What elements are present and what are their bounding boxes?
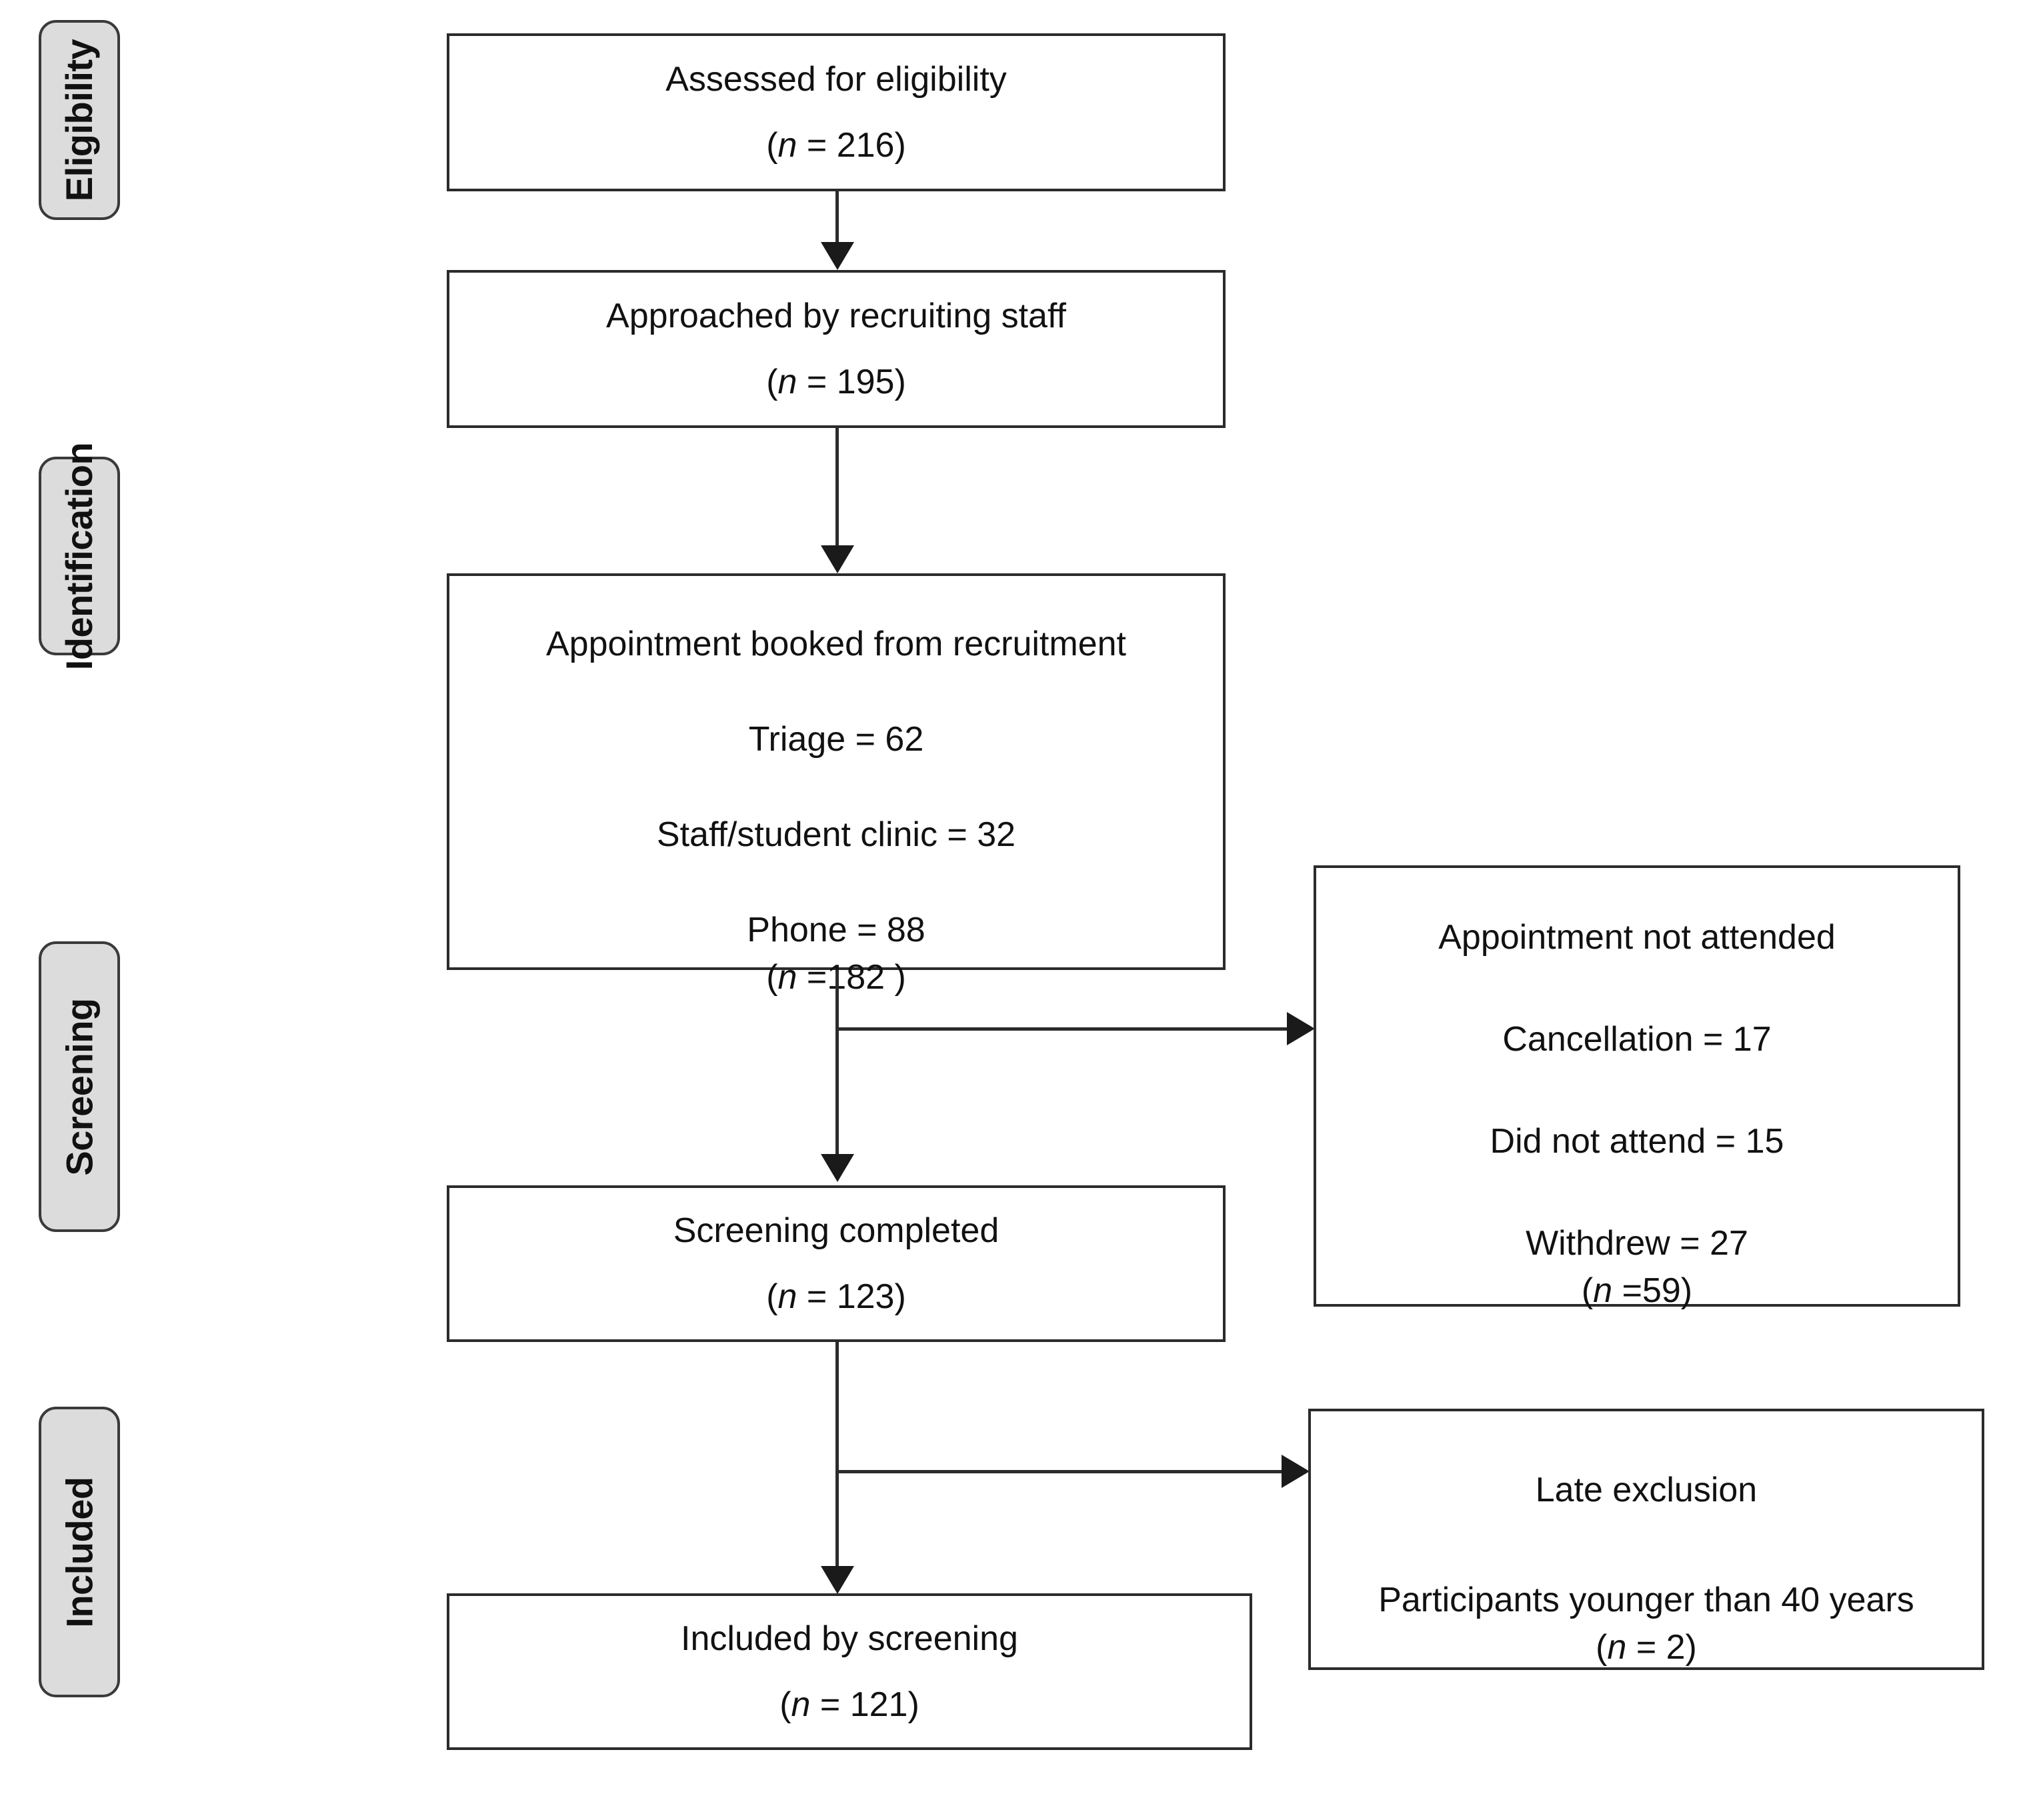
- node-late-exclusion: Late exclusion Participants younger than…: [1308, 1409, 1984, 1670]
- phase-label-screening-text: Screening: [58, 997, 101, 1176]
- node-approached-title: Approached by recruiting staff: [606, 296, 1066, 335]
- node-screening-completed-title: Screening completed: [673, 1211, 999, 1250]
- phase-label-screening: Screening: [39, 941, 120, 1232]
- node-approached-by-recruiting-staff: Approached by recruiting staff (n = 195): [447, 270, 1226, 428]
- phase-label-included: Included: [39, 1407, 120, 1697]
- phase-label-included-text: Included: [58, 1476, 101, 1628]
- arrow-screening-completed-to-included: [821, 1566, 854, 1594]
- node-not-attended-count: (n =59): [1581, 1271, 1693, 1310]
- node-booked-item-triage: Triage = 62: [748, 720, 924, 759]
- node-not-attended-item-cancellation: Cancellation = 17: [1502, 1020, 1772, 1059]
- node-assessed-title: Assessed for eligibility: [665, 59, 1007, 99]
- node-assessed-for-eligibility: Assessed for eligibility (n = 216): [447, 33, 1226, 191]
- node-assessed-count: (n = 216): [766, 125, 906, 165]
- node-included-count: (n = 121): [779, 1685, 919, 1724]
- connector-assessed-to-approached: [835, 191, 839, 245]
- node-booked-count: (n =182 ): [766, 958, 906, 997]
- node-appointment-booked: Appointment booked from recruitment Tria…: [447, 573, 1226, 997]
- node-included-by-screening: Included by screening (n = 121): [447, 1593, 1252, 1750]
- node-booked-item-staff-student-clinic: Staff/student clinic = 32: [656, 815, 1016, 854]
- node-included-title: Included by screening: [681, 1619, 1018, 1658]
- node-approached-count: (n = 195): [766, 362, 906, 401]
- node-late-exclusion-count: (n = 2): [1596, 1628, 1697, 1667]
- phase-label-eligibility-text: Eligibility: [58, 39, 101, 201]
- phase-label-identification: Identification: [39, 442, 120, 670]
- connector-booked-to-screening-completed: [835, 970, 839, 1157]
- node-screening-completed: Screening completed (n = 123): [447, 1185, 1226, 1342]
- arrow-booked-to-not-attended: [1287, 1012, 1315, 1045]
- node-booked-item-phone: Phone = 88: [747, 911, 925, 949]
- connector-screening-completed-to-included: [835, 1342, 839, 1569]
- phase-label-identification-text: Identification: [58, 442, 101, 670]
- node-late-exclusion-title: Late exclusion: [1535, 1471, 1758, 1509]
- phase-label-eligibility: Eligibility: [39, 20, 120, 220]
- arrow-assessed-to-approached: [821, 242, 854, 270]
- arrow-screening-completed-to-late-exclusion: [1282, 1455, 1310, 1488]
- connector-screening-completed-to-late-exclusion: [835, 1470, 1284, 1473]
- node-not-attended-title: Appointment not attended: [1438, 918, 1836, 957]
- arrow-booked-to-screening-completed: [821, 1154, 854, 1182]
- node-not-attended-item-withdrew: Withdrew = 27: [1526, 1224, 1748, 1263]
- node-late-exclusion-reason: Participants younger than 40 years: [1378, 1581, 1914, 1619]
- node-appointment-not-attended: Appointment not attended Cancellation = …: [1314, 865, 1960, 1310]
- node-booked-title: Appointment booked from recruitment: [546, 625, 1126, 663]
- connector-approached-to-booked: [835, 428, 839, 548]
- connector-booked-to-not-attended: [835, 1027, 1289, 1031]
- node-screening-completed-count: (n = 123): [766, 1277, 906, 1316]
- arrow-approached-to-booked: [821, 545, 854, 573]
- node-not-attended-item-did-not-attend: Did not attend = 15: [1490, 1122, 1784, 1161]
